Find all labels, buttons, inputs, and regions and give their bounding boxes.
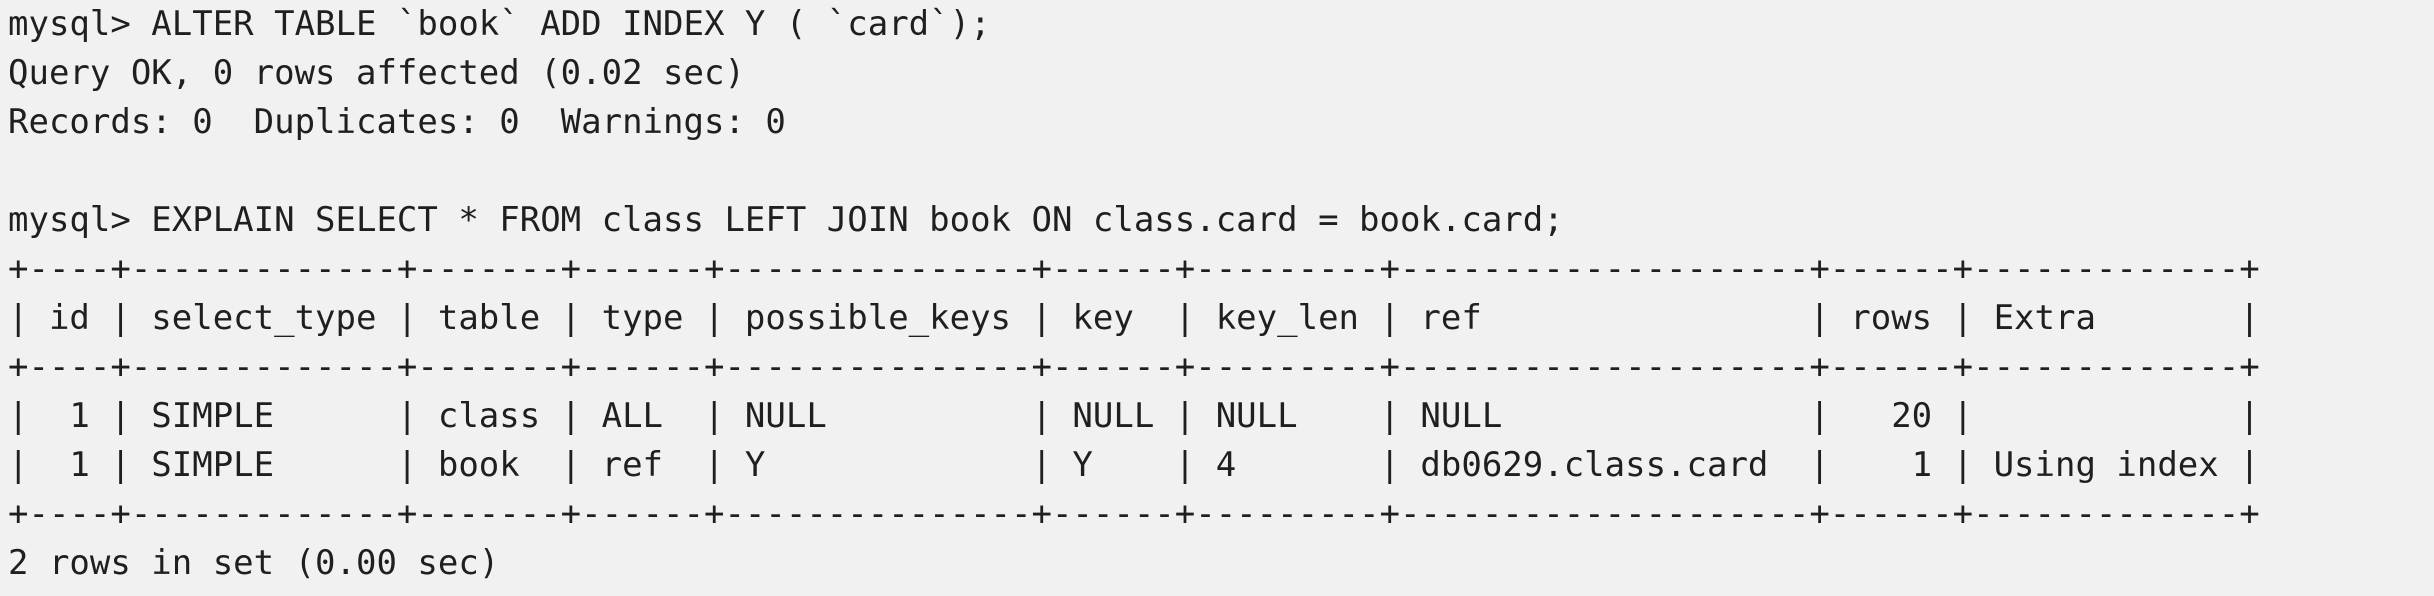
table-border-bottom: +----+-------------+-------+------+-----… (8, 494, 2260, 534)
query-result-line: Query OK, 0 rows affected (0.02 sec) (8, 53, 745, 93)
table-row: | 1 | SIMPLE | book | ref | Y | Y | 4 | … (8, 445, 2260, 485)
table-row: | 1 | SIMPLE | class | ALL | NULL | NULL… (8, 396, 2260, 436)
blank-line (8, 147, 2434, 196)
prompt-line-alter: mysql> ALTER TABLE `book` ADD INDEX Y ( … (8, 4, 991, 44)
rows-in-set-line: 2 rows in set (0.00 sec) (8, 543, 500, 583)
table-header-row: | id | select_type | table | type | poss… (8, 298, 2260, 338)
table-border-middle: +----+-------------+-------+------+-----… (8, 347, 2260, 387)
records-line: Records: 0 Duplicates: 0 Warnings: 0 (8, 102, 786, 142)
table-border-top: +----+-------------+-------+------+-----… (8, 249, 2260, 289)
prompt-line-explain: mysql> EXPLAIN SELECT * FROM class LEFT … (8, 200, 1564, 240)
